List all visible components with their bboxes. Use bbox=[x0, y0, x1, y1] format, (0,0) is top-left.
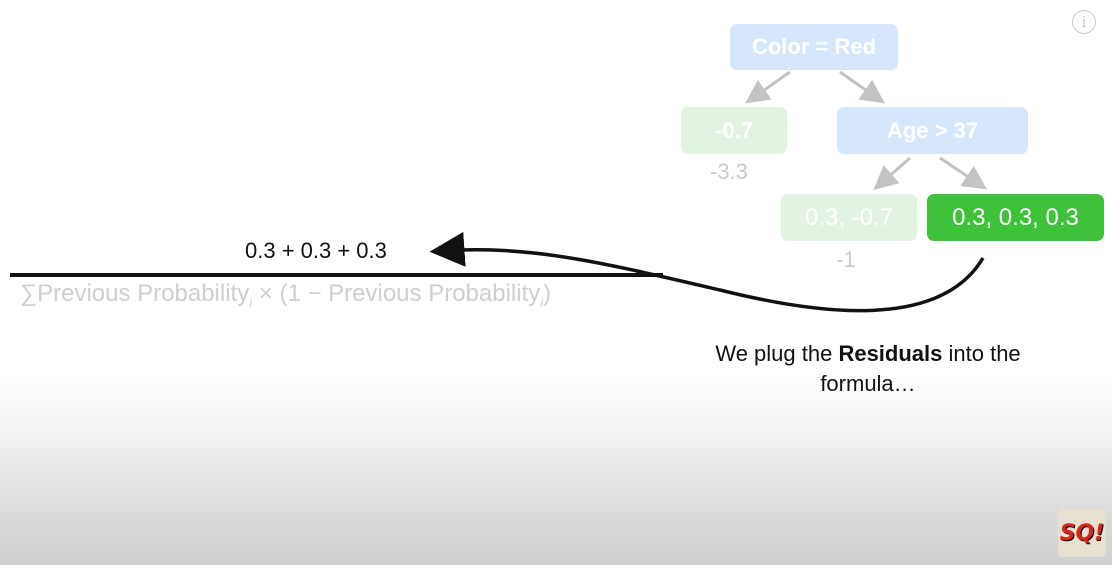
inner-left-arrow bbox=[873, 156, 911, 190]
formula-numerator: 0.3 + 0.3 + 0.3 bbox=[245, 238, 387, 263]
left-leaf-note: -3.3 bbox=[710, 159, 748, 184]
age-node: Age > 37 bbox=[837, 107, 1028, 154]
denominator-term1: Previous Probability bbox=[37, 280, 250, 307]
inner-left-note: -1 bbox=[836, 247, 856, 272]
left-leaf-node: -0.7 bbox=[681, 107, 787, 154]
channel-logo-icon[interactable]: SQ! bbox=[1058, 509, 1106, 557]
denominator-times: × (1 − bbox=[252, 280, 329, 307]
root-left-arrow bbox=[745, 70, 791, 104]
inner-right-arrow bbox=[939, 156, 987, 190]
denominator-term2: Previous Probability bbox=[328, 280, 541, 307]
sum-symbol: ∑ bbox=[20, 280, 38, 307]
denominator-sub2: i bbox=[540, 294, 544, 310]
denominator-close: ) bbox=[543, 280, 552, 307]
inner-left-leaf-node: 0.3, -0.7 bbox=[781, 194, 917, 241]
root-right-arrow bbox=[839, 70, 885, 104]
info-icon[interactable]: i bbox=[1072, 10, 1096, 34]
denominator-sub1: i bbox=[249, 294, 253, 310]
caption: We plug the Residuals into the formula… bbox=[668, 339, 1068, 399]
caption-bold: Residuals bbox=[838, 341, 943, 366]
caption-before: We plug the bbox=[715, 341, 839, 366]
formula-denominator: ∑Previous Probabilityi × (1 − Previous P… bbox=[20, 280, 551, 310]
curved-arrow bbox=[429, 231, 985, 313]
root-node: Color = Red bbox=[730, 24, 898, 70]
caption-after: into the formula… bbox=[820, 341, 1021, 396]
fraction-line bbox=[10, 273, 663, 277]
inner-right-leaf-node: 0.3, 0.3, 0.3 bbox=[927, 194, 1104, 241]
